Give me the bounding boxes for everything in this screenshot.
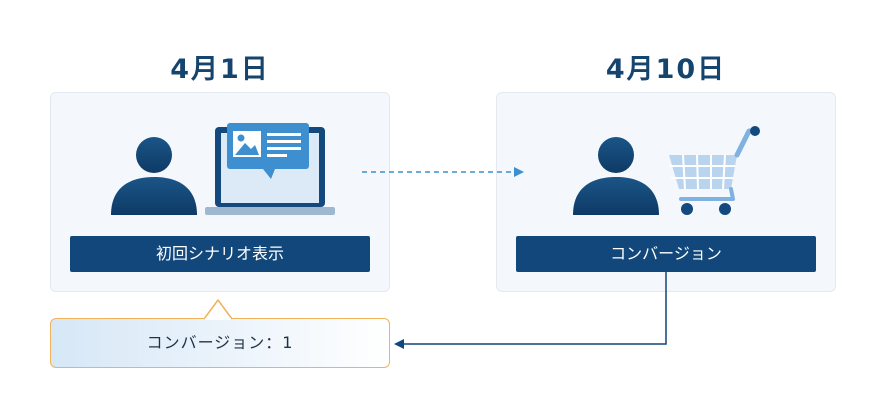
step1-label: 初回シナリオ表示 (70, 236, 370, 272)
person-icon (573, 137, 659, 215)
step2-label: コンバージョン (516, 236, 816, 272)
dashed-arrow-icon (362, 167, 524, 177)
callout-pointer (203, 299, 233, 320)
person-icon (111, 137, 197, 215)
step2-panel: コンバージョン (496, 92, 836, 292)
step1-panel: 初回シナリオ表示 (50, 92, 390, 292)
return-arrow-icon (394, 271, 667, 349)
result-callout: コンバージョン：1 (50, 318, 390, 368)
shopping-cart-icon (669, 126, 760, 215)
step2-date: 4月10日 (605, 54, 727, 85)
laptop-ad-icon (205, 123, 335, 215)
step1-date: 4月1日 (170, 54, 270, 85)
